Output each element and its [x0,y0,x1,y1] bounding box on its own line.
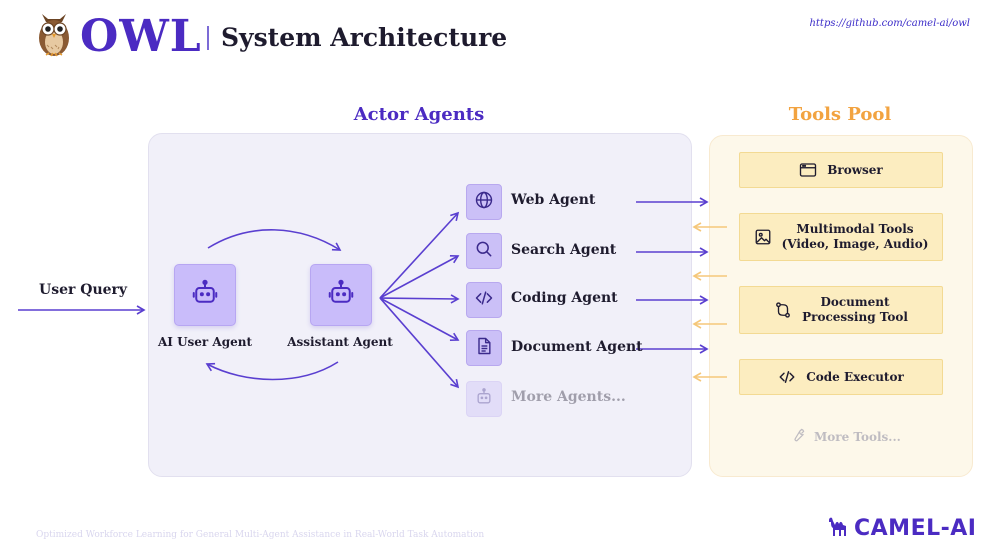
owl-logo-icon [34,8,74,58]
browser-icon [799,162,817,178]
ai-user-agent-node [174,264,236,326]
code-icon [778,368,796,386]
globe-icon [474,190,494,214]
assistant-agent-label: Assistant Agent [287,335,393,349]
camel-icon [826,514,850,542]
assistant-to-user-arrow [205,361,339,381]
assistant-agent-node [310,264,372,326]
user-to-assistant-arrow [207,229,342,251]
actor-agents-panel [148,133,692,477]
tools-pool-title: Tools Pool [788,104,892,125]
tool-browser-label: Browser [827,162,883,177]
tool-document-processing: Document Processing Tool [739,286,943,334]
tool-multimodal-label-line1: Multimodal Tools [796,222,914,236]
tool-document-label-line1: Document [820,295,890,309]
tool-code-executor: Code Executor [739,359,943,395]
tool-multimodal-label: Multimodal Tools (Video, Image, Audio) [782,222,929,252]
footer-caption: Optimized Workforce Learning for General… [36,530,485,540]
search-icon [474,239,494,263]
code-icon [474,288,494,312]
camel-ai-text: CAMEL-AI [854,515,977,541]
web-agent-label: Web Agent [511,192,596,208]
repo-link[interactable]: https://github.com/camel-ai/owl [809,18,970,29]
user-query-label: User Query [39,282,128,298]
tool-code-executor-label: Code Executor [806,369,904,384]
ai-user-agent-label: AI User Agent [157,335,253,349]
actor-agents-title: Actor Agents [353,104,485,125]
wrench-icon [790,427,806,446]
more-tools-label: More Tools... [814,429,901,444]
robot-icon [190,278,220,312]
document-agent-label: Document Agent [511,339,643,355]
tool-document-processing-label: Document Processing Tool [802,295,908,325]
brand-title: OWL [80,11,202,62]
document-icon [474,336,494,360]
tool-multimodal-label-line2: (Video, Image, Audio) [781,237,929,251]
more-agents-label: More Agents... [511,389,626,405]
robot-icon [326,278,356,312]
more-agents-node [466,381,502,417]
git-compare-icon [774,301,792,319]
more-tools-item: More Tools... [790,427,901,446]
image-icon [754,228,772,246]
page-title: System Architecture [221,23,508,52]
coding-agent-label: Coding Agent [511,290,618,306]
search-agent-label: Search Agent [511,242,617,258]
document-agent-node [466,330,502,366]
web-agent-node [466,184,502,220]
title-divider [207,26,209,50]
camel-ai-logo: CAMEL-AI [826,514,976,542]
robot-icon [474,387,494,411]
tool-multimodal: Multimodal Tools (Video, Image, Audio) [739,213,943,261]
tool-browser: Browser [739,152,943,188]
search-agent-node [466,233,502,269]
tool-document-label-line2: Processing Tool [802,310,908,324]
coding-agent-node [466,282,502,318]
